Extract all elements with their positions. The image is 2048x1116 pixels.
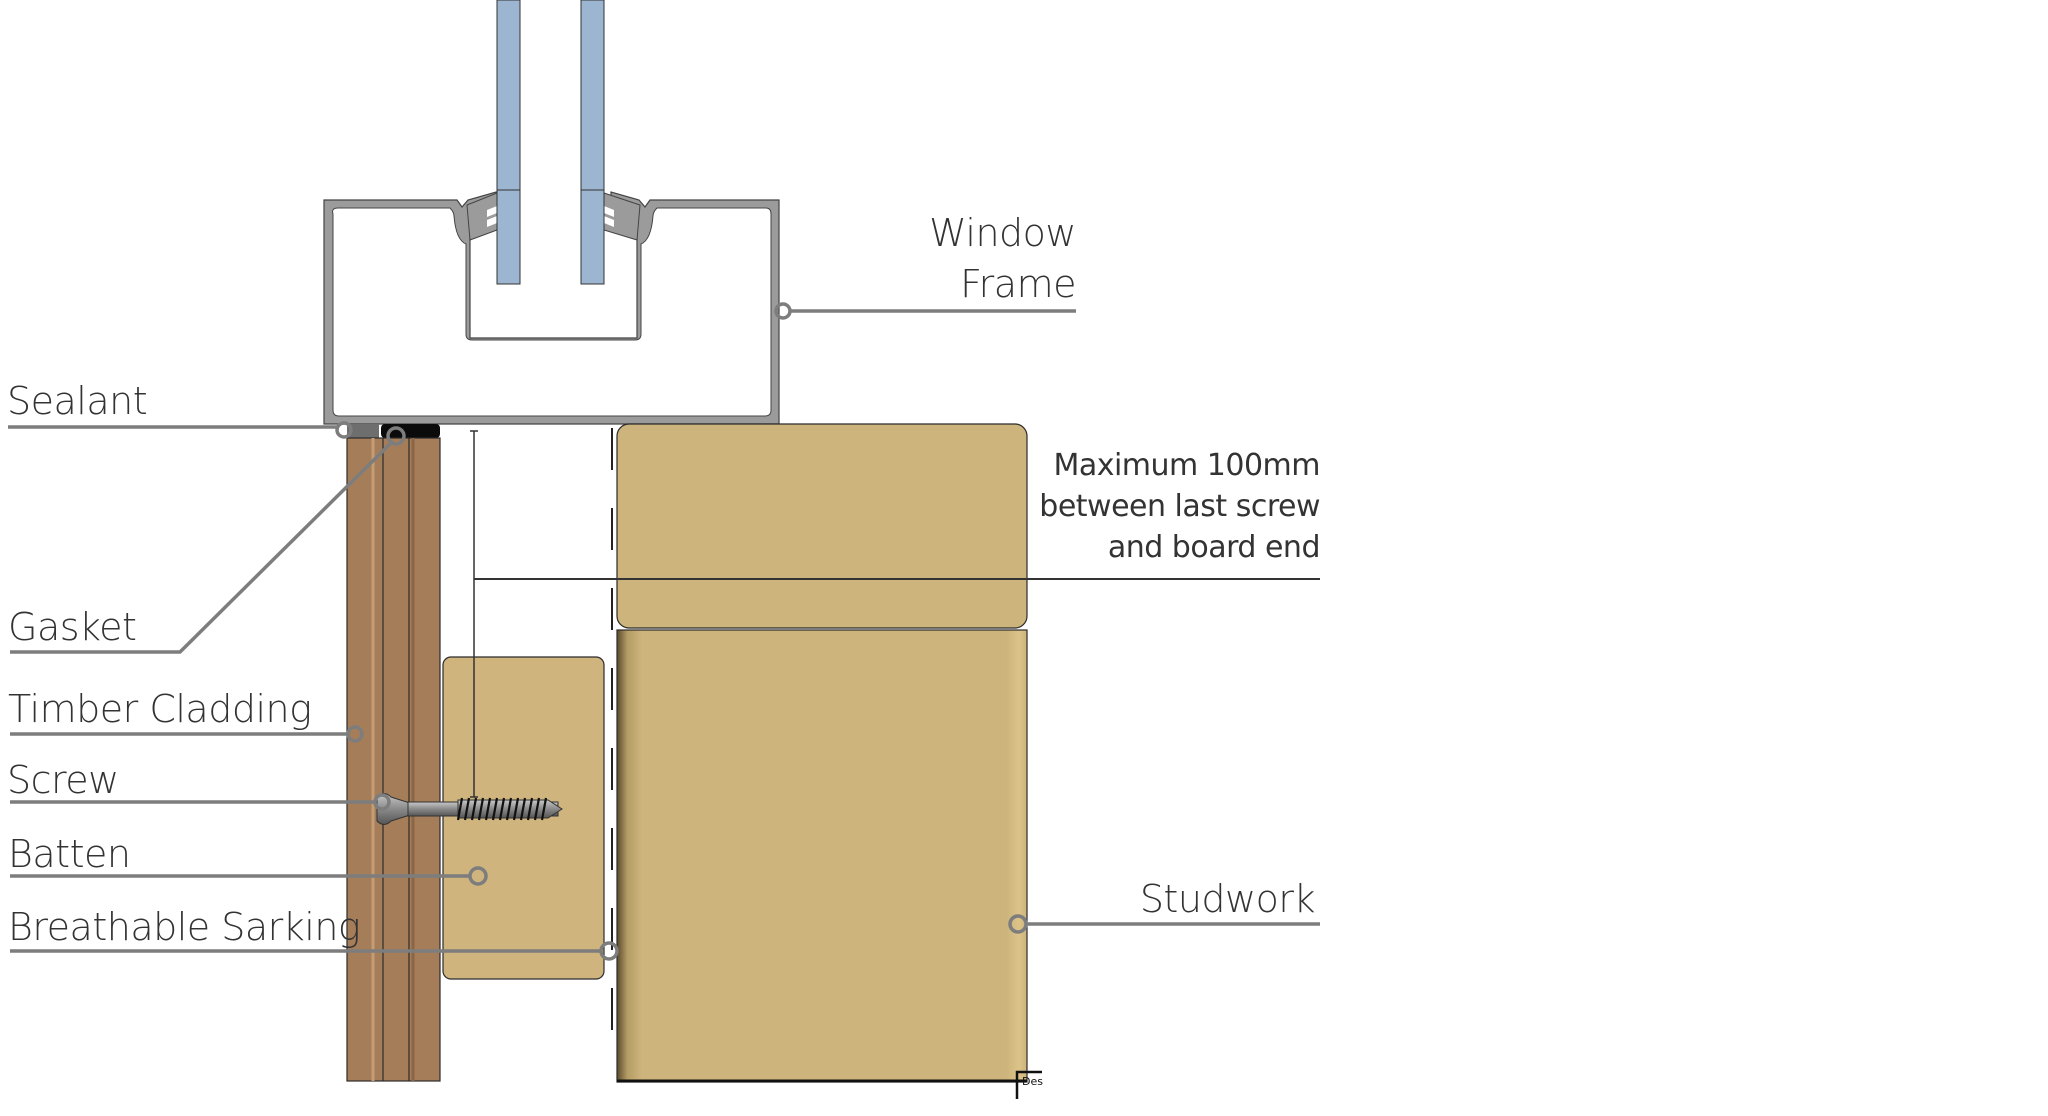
screw-thread — [477, 797, 485, 821]
screw-thread — [491, 797, 499, 821]
leader-breathable-sarking — [10, 941, 619, 961]
leader-timber-cladding — [10, 725, 364, 743]
label-batten: Batten — [8, 832, 131, 876]
dimension-line — [470, 430, 1320, 798]
screw-thread — [505, 797, 513, 821]
label-timber-cladding: Timber Cladding — [8, 687, 312, 731]
leader-batten — [10, 866, 488, 886]
screw-thread — [498, 797, 506, 821]
leader-window-frame — [774, 302, 1076, 320]
window-frame — [323, 189, 780, 425]
sealant-strip — [347, 424, 379, 438]
leader-screw — [10, 793, 391, 811]
screw-thread — [512, 797, 520, 821]
label-gasket: Gasket — [8, 605, 137, 649]
screw — [376, 793, 563, 825]
label-sealant: Sealant — [7, 379, 148, 423]
label-breathable-sarking: Breathable Sarking — [8, 905, 361, 949]
timber-cladding — [346, 437, 441, 1082]
screw-thread — [456, 797, 464, 821]
screw-thread — [526, 797, 534, 821]
screw-thread — [533, 797, 541, 821]
label-window-frame-line2: Frame — [960, 262, 1076, 306]
leader-studwork — [1008, 914, 1320, 934]
screw-thread — [470, 797, 478, 821]
label-window-frame: Window Frame — [900, 208, 1076, 310]
note-line-3: and board end — [1107, 530, 1321, 565]
studwork-upper-board — [616, 423, 1028, 629]
screw-thread — [540, 797, 548, 821]
screw-thread — [463, 797, 471, 821]
corner-mark-text: Des — [1022, 1075, 1043, 1088]
note-max-100mm: Maximum 100mm between last screw and boa… — [1000, 445, 1320, 568]
studwork — [616, 629, 1028, 1083]
screw-thread — [519, 797, 527, 821]
label-window-frame-line1: Window — [929, 211, 1076, 255]
corner-mark — [1015, 1070, 1042, 1099]
note-line-2: between last screw — [1039, 489, 1320, 524]
note-line-1: Maximum 100mm — [1053, 448, 1320, 483]
leader-sealant — [8, 421, 353, 439]
label-screw: Screw — [7, 758, 119, 802]
leader-gasket — [10, 426, 406, 654]
label-studwork: Studwork — [1139, 877, 1316, 921]
screw-thread — [484, 797, 492, 821]
